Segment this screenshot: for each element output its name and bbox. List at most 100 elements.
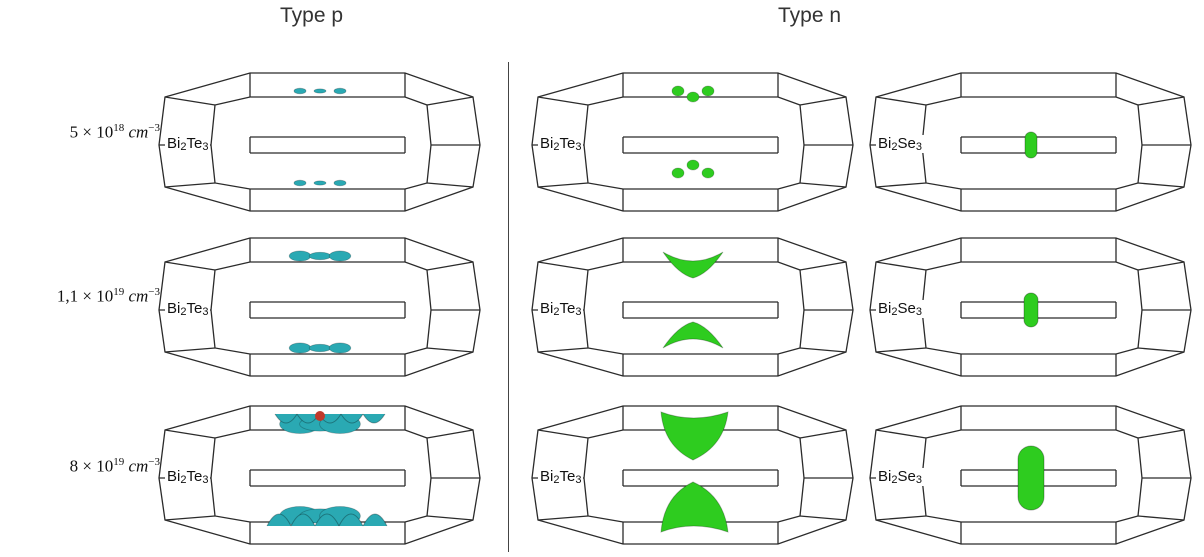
material-label-bi2te3: Bi2Te3 [165,135,211,153]
fermi-pocket-p [328,250,352,262]
row-label-concentration-3: 8 × 1019 cm−3 [69,456,160,476]
zone-edge [1137,182,1185,188]
zone-edge [799,347,847,353]
zone-edge [799,515,847,521]
zone-edge [426,261,474,271]
fermi-pocket-n [660,411,729,461]
brillouin-zone-svg [531,237,854,377]
zone-edge [1137,515,1185,521]
fermi-pocket-p [333,179,347,187]
zone-edge [583,96,805,190]
fermi-panel-r2-c3: Bi2Se3 [866,230,1196,380]
brillouin-zone-wireframe [869,72,1192,212]
fermi-panel-r2-c2: Bi2Te3 [528,230,858,380]
zone-edge [210,429,432,523]
brillouin-zone-wireframe [869,405,1192,545]
fermi-pocket-p [293,179,307,187]
zone-edge [537,182,589,188]
fermi-panel-r3-c1: Bi2Te3 [155,398,485,548]
fermi-sheet-p [362,413,386,424]
brillouin-zone-wireframe [869,237,1192,377]
zone-edge [164,347,216,353]
zone-edge [799,261,847,271]
material-label-bi2te3: Bi2Te3 [165,468,211,486]
fermi-pocket-n [671,167,685,179]
zone-edge [426,515,474,521]
zone-edge [875,96,927,106]
material-label-bi2te3: Bi2Te3 [538,468,584,486]
fermi-sheet-p [274,413,298,424]
fermi-panel-r3-c2: Bi2Te3 [528,398,858,548]
fermi-pocket-n [701,167,715,179]
zone-edge [537,515,589,521]
fermi-sheet-p [290,513,316,527]
column-divider [508,62,509,552]
zone-edge [164,515,216,521]
brillouin-zone-svg [158,405,481,545]
zone-edge [799,429,847,439]
fermi-panel-r1-c2: Bi2Te3 [528,65,858,215]
zone-edge [537,429,589,439]
zone-edge [164,96,216,106]
fermi-panel-r2-c1: Bi2Te3 [155,230,485,380]
fermi-hotspot [315,411,325,421]
zone-edge [1137,347,1185,353]
zone-edge [426,429,474,439]
fermi-pocket-p [333,87,347,95]
row-label-concentration-1: 5 × 1018 cm−3 [69,122,160,142]
zone-edge [210,96,432,190]
fermi-pocket-p [328,342,352,354]
zone-edge [537,347,589,353]
type-n-header: Type n [778,4,842,27]
fermi-pocket-n [1024,131,1038,159]
fermi-pocket-n [660,481,729,533]
zone-edge [537,96,589,106]
fermi-pocket-p [288,250,312,262]
fermi-pocket-n [686,91,700,103]
zone-edge [164,429,216,439]
fermi-sheet-p [362,513,388,527]
fermi-pocket-n [662,251,724,279]
material-label-bi2se3: Bi2Se3 [876,300,924,318]
brillouin-zone-svg [531,405,854,545]
fermi-pocket-p [293,87,307,95]
material-label-bi2se3: Bi2Se3 [876,135,924,153]
fermi-panel-r1-c3: Bi2Se3 [866,65,1196,215]
zone-edge [875,261,927,271]
fermi-pocket-n [671,85,685,97]
fermi-panel-r3-c3: Bi2Se3 [866,398,1196,548]
fermi-pocket-p [288,342,312,354]
fermi-pocket-p [308,343,332,353]
zone-edge [210,261,432,355]
zone-edge [875,515,927,521]
zone-edge [164,261,216,271]
fermi-panel-r1-c1: Bi2Te3 [155,65,485,215]
fermi-sheet-p [340,413,364,424]
fermi-sheet-p [338,513,364,527]
row-label-concentration-2: 1,1 × 1019 cm−3 [56,286,160,306]
zone-edge [875,182,927,188]
zone-edge [799,182,847,188]
zone-edge [164,182,216,188]
zone-edge [1137,261,1185,271]
material-label-bi2se3: Bi2Se3 [876,468,924,486]
fermi-pocket-n [1023,292,1039,328]
fermi-sheet-p [266,513,292,527]
fermi-pocket-n [686,159,700,171]
material-label-bi2te3: Bi2Te3 [538,135,584,153]
zone-edge [875,429,927,439]
fermi-pocket-n [662,321,724,349]
fermi-sheet-p [314,513,340,527]
fermi-pocket-n [1017,445,1045,511]
zone-edge [1137,429,1185,439]
brillouin-zone-svg [869,72,1192,212]
type-p-header: Type p [280,4,344,27]
brillouin-zone-svg [158,237,481,377]
fermi-pocket-p [308,251,332,261]
material-label-bi2te3: Bi2Te3 [165,300,211,318]
brillouin-zone-svg [869,405,1192,545]
fermi-pocket-p [313,88,327,94]
zone-edge [799,96,847,106]
fermi-pocket-p [313,180,327,186]
zone-edge [426,182,474,188]
